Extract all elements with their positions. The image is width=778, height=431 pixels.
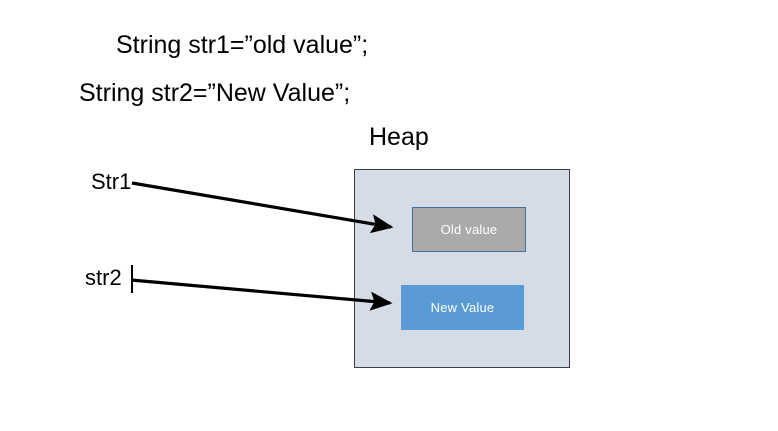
arrow-str1-to-old-value xyxy=(131,181,394,234)
code-line-str2-declaration: String str2=”New Value”; xyxy=(79,79,351,107)
variable-label-str2: str2 xyxy=(85,265,122,290)
code-line-str1-declaration: String str1=”old value”; xyxy=(116,31,369,59)
heap-object-new-value-label: New Value xyxy=(430,300,495,315)
heap-object-old-value-label: Old value xyxy=(440,222,498,237)
variable-label-str1: Str1 xyxy=(91,169,132,194)
heap-object-old-value[interactable]: Old value xyxy=(412,207,526,252)
arrow-str2-to-new-value xyxy=(130,278,393,311)
heap-region xyxy=(354,169,570,368)
heap-label: Heap xyxy=(369,123,429,151)
heap-object-new-value[interactable]: New Value xyxy=(401,285,524,330)
text-cursor-caret xyxy=(131,265,133,293)
